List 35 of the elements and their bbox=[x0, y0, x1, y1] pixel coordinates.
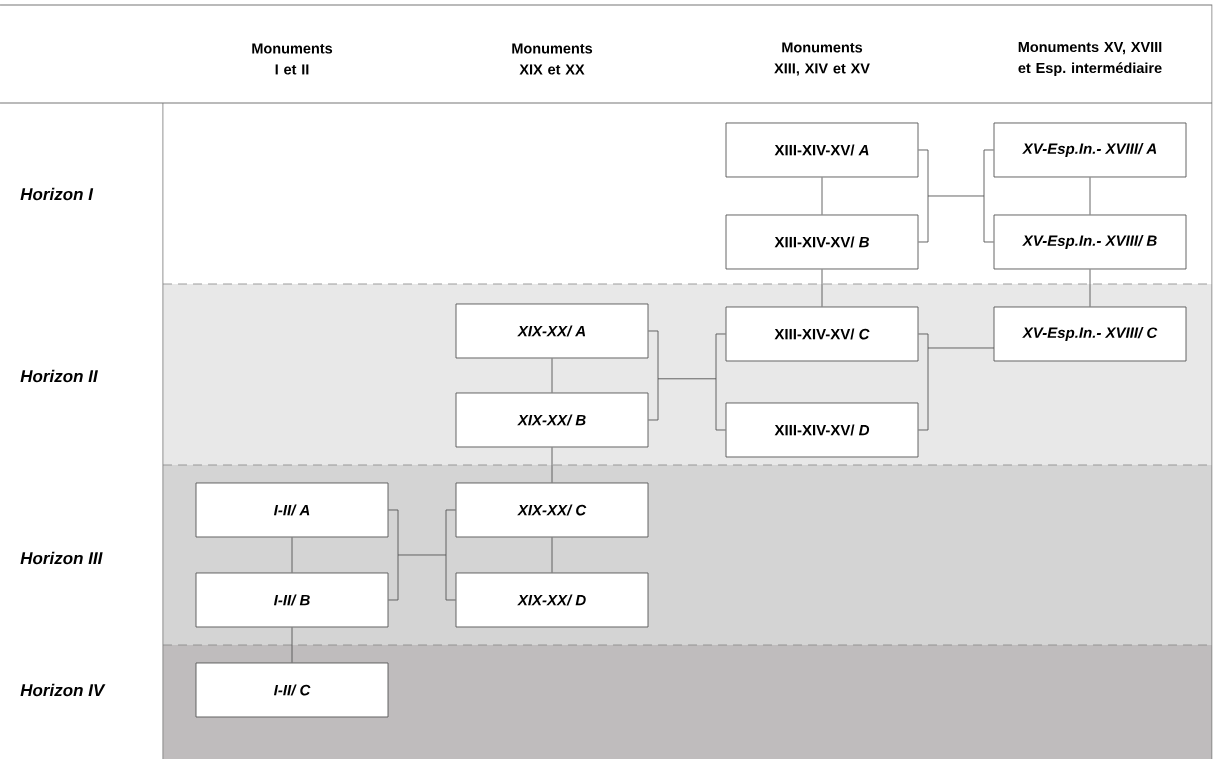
period-box: XIII-XIV-XV/ C bbox=[725, 306, 919, 362]
column-header: Monuments XV, XVIII et Esp. intermédiaire bbox=[1018, 42, 1162, 76]
period-box: XIX-XX/ D bbox=[455, 572, 649, 628]
period-box: I-II/ A bbox=[195, 482, 389, 538]
column-header: Monuments I et II bbox=[252, 43, 333, 75]
period-box: XIX-XX/ A bbox=[455, 303, 649, 359]
period-box: XV-Esp.In.- XVIII/ B bbox=[993, 214, 1187, 270]
connector-line bbox=[551, 447, 553, 483]
row-header: Horizon IV bbox=[20, 683, 106, 697]
column-header: Monuments XIX et XX bbox=[512, 43, 593, 75]
connector-line bbox=[291, 627, 293, 663]
period-box: XIII-XIV-XV/ B bbox=[725, 214, 919, 270]
row-header: Horizon II bbox=[20, 369, 98, 383]
connector-line bbox=[1089, 269, 1091, 307]
period-box: I-II/ B bbox=[195, 572, 389, 628]
connector-line bbox=[648, 330, 726, 431]
connector-line bbox=[291, 537, 293, 573]
connector-line bbox=[1089, 177, 1091, 215]
period-box: XIX-XX/ B bbox=[455, 392, 649, 448]
period-box: XV-Esp.In.- XVIII/ A bbox=[993, 122, 1187, 178]
connector-line bbox=[821, 177, 823, 215]
period-box: I-II/ C bbox=[195, 662, 389, 718]
connector-line bbox=[388, 509, 456, 601]
connector-line bbox=[918, 333, 995, 431]
connector-line bbox=[551, 537, 553, 573]
row-header: Horizon I bbox=[20, 187, 94, 201]
connector-line bbox=[551, 358, 553, 393]
period-box: XIX-XX/ C bbox=[455, 482, 649, 538]
period-box: XIII-XIV-XV/ D bbox=[725, 402, 919, 458]
period-box: XIII-XIV-XV/ A bbox=[725, 122, 919, 178]
row-header: Horizon III bbox=[20, 551, 103, 565]
connector-line bbox=[918, 149, 994, 243]
connector-line bbox=[821, 269, 823, 307]
column-header: Monuments XIII, XIV et XV bbox=[774, 42, 870, 76]
period-box: XV-Esp.In.- XVIII/ C bbox=[993, 306, 1187, 362]
